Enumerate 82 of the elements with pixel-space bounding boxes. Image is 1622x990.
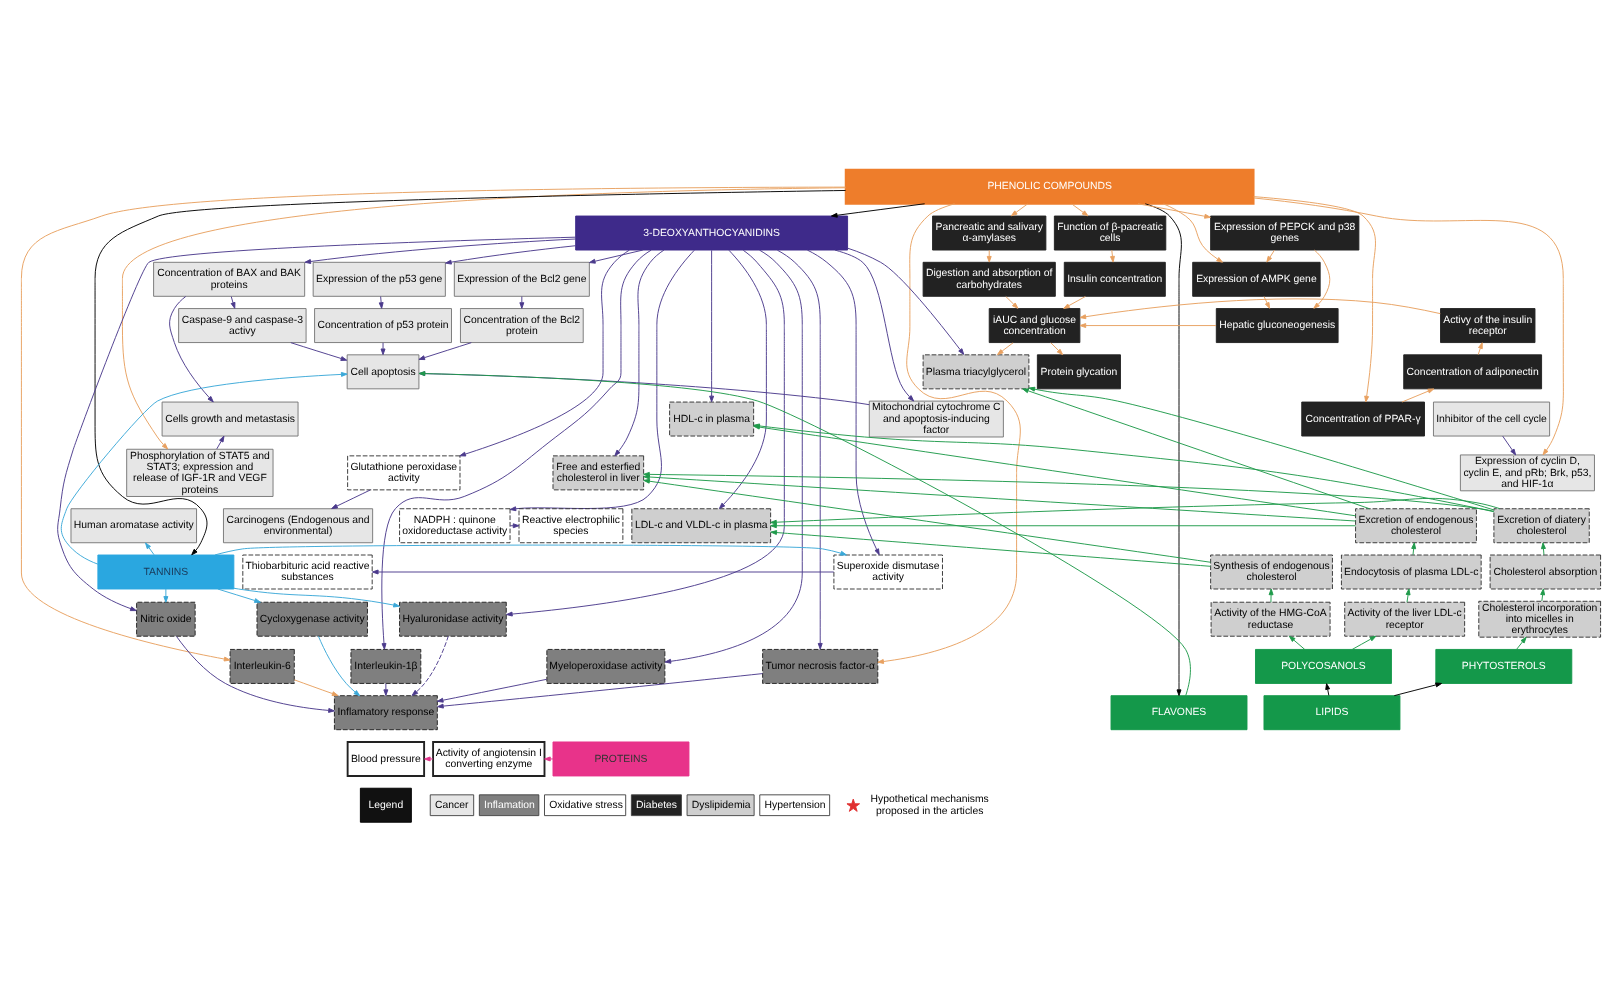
arrow <box>877 202 1021 663</box>
arrow <box>770 522 1356 528</box>
arrow <box>163 587 169 602</box>
arrow <box>331 488 371 509</box>
arrow <box>1010 202 1028 216</box>
arrow <box>614 248 665 456</box>
arrow <box>60 370 348 564</box>
arrow <box>1313 248 1331 308</box>
arrow <box>770 529 1211 566</box>
arrow <box>1288 634 1306 649</box>
arrow <box>1268 587 1274 602</box>
arrow <box>1266 248 1275 262</box>
arrow <box>20 185 847 661</box>
arrow <box>1028 385 1495 510</box>
arrow <box>709 248 715 402</box>
arrow <box>57 235 576 611</box>
arrow <box>664 248 803 663</box>
arrow <box>378 295 384 308</box>
arrow <box>847 246 965 354</box>
arrow <box>293 678 339 695</box>
arrow <box>233 586 400 607</box>
arrow <box>776 248 823 649</box>
arrow <box>1144 202 1182 695</box>
arrow <box>1110 248 1115 262</box>
arrow <box>1079 297 1441 319</box>
arrow <box>1253 196 1564 455</box>
arrow <box>588 248 644 263</box>
arrow <box>317 634 361 696</box>
arrow <box>1325 682 1331 695</box>
arrow <box>1502 434 1517 455</box>
arrow <box>1071 202 1089 216</box>
arrow <box>1540 587 1546 601</box>
arrow <box>1022 387 1370 509</box>
arrow <box>380 341 386 355</box>
arrow <box>834 248 915 401</box>
arrow <box>445 244 576 264</box>
arrow <box>169 295 214 402</box>
arrow <box>1253 195 1376 402</box>
arrow <box>643 477 1211 562</box>
arrow <box>1351 634 1377 649</box>
arrow <box>506 248 785 616</box>
arrow <box>806 248 880 555</box>
arrow <box>290 341 348 360</box>
arrow <box>1263 295 1271 308</box>
arrow <box>418 370 870 405</box>
arrow <box>1163 202 1223 262</box>
arrow <box>437 672 763 708</box>
arrow <box>436 677 548 702</box>
arrow <box>383 682 389 695</box>
arrow <box>544 755 554 761</box>
arrow <box>770 496 1501 524</box>
arrow <box>424 755 434 761</box>
arrow <box>214 543 847 555</box>
arrow <box>718 248 767 509</box>
arrow <box>1063 295 1086 308</box>
arrow <box>1411 541 1417 555</box>
arrow <box>1401 387 1435 402</box>
arrow <box>1393 681 1442 696</box>
arrow <box>1079 322 1217 328</box>
arrow <box>217 587 261 602</box>
arrow <box>418 370 1191 696</box>
arrow <box>1516 635 1527 649</box>
arrow <box>121 186 847 449</box>
arrow <box>176 635 335 712</box>
arrow <box>986 248 992 262</box>
arrow <box>94 189 847 555</box>
arrow <box>509 522 520 528</box>
arrow <box>1477 341 1483 355</box>
arrow <box>1541 541 1546 555</box>
arrow <box>509 248 695 511</box>
arrow <box>145 541 155 555</box>
arrow <box>1137 202 1211 218</box>
arrow <box>830 202 926 217</box>
arrow <box>411 634 449 695</box>
arrow <box>371 568 835 574</box>
arrow <box>1005 295 1019 308</box>
arrow <box>418 341 472 360</box>
arrow <box>997 341 1014 355</box>
arrow <box>1405 587 1411 602</box>
arrow <box>216 434 225 449</box>
arrow <box>230 295 236 308</box>
arrow <box>304 237 576 263</box>
